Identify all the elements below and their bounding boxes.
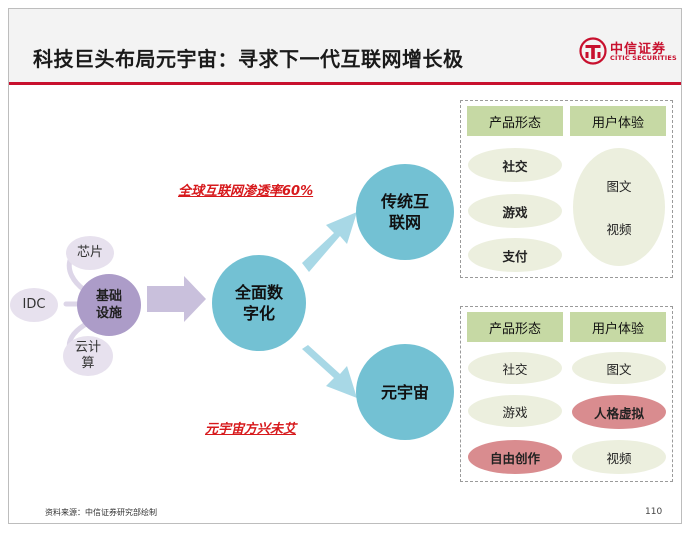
internet-product-header: 产品形态 bbox=[467, 106, 563, 136]
internet-product-item: 支付 bbox=[468, 238, 562, 272]
metaverse-node: 元宇宙 bbox=[356, 344, 454, 440]
traditional-internet-label-line2: 联网 bbox=[388, 213, 421, 232]
metaverse-ux-item: 视频 bbox=[572, 440, 666, 474]
internet-ux-item: 视频 bbox=[606, 222, 632, 237]
internet-ux-item: 图文 bbox=[606, 179, 632, 194]
citic-logo: 中信证券 CITIC SECURITIES bbox=[579, 35, 677, 71]
traditional-internet-label-line1: 传统互 bbox=[380, 192, 429, 211]
internet-features-panel bbox=[460, 100, 673, 278]
idc-label: IDC bbox=[22, 297, 46, 312]
infrastructure-label-line2: 设施 bbox=[95, 306, 122, 321]
chip-node: 芯片 bbox=[66, 236, 114, 270]
title-bar: 科技巨头布局元宇宙：寻求下一代互联网增长极 中信证券 CITIC SECURIT… bbox=[9, 9, 681, 83]
metaverse-product-item: 游戏 bbox=[468, 395, 562, 427]
internet-caption: 全球互联网渗透率60% bbox=[178, 184, 314, 199]
logo-text-en: CITIC SECURITIES bbox=[610, 54, 677, 62]
metaverse-product-item-highlight: 自由创作 bbox=[468, 440, 562, 474]
logo-text-cn: 中信证券 bbox=[610, 42, 667, 57]
page-title: 科技巨头布局元宇宙：寻求下一代互联网增长极 bbox=[33, 47, 464, 71]
source-note: 资料来源：中信证券研究部绘制 bbox=[45, 508, 157, 517]
metaverse-ux-item-highlight: 人格虚拟 bbox=[572, 395, 666, 429]
citic-logo-icon bbox=[579, 37, 607, 65]
internet-product-item: 游戏 bbox=[468, 194, 562, 228]
page-number: 110 bbox=[645, 507, 663, 517]
metaverse-features-panel bbox=[460, 306, 673, 482]
metaverse-product-item: 社交 bbox=[468, 352, 562, 384]
internet-ux-header: 用户体验 bbox=[570, 106, 666, 136]
infrastructure-label-line1: 基础 bbox=[95, 289, 122, 304]
internet-ux-oval: 图文 视频 bbox=[573, 148, 665, 266]
digitalization-label-line2: 字化 bbox=[242, 304, 275, 323]
chip-label: 芯片 bbox=[76, 245, 103, 260]
metaverse-caption: 元宇宙方兴未艾 bbox=[205, 422, 297, 437]
metaverse-label: 元宇宙 bbox=[380, 382, 429, 402]
digitalization-node: 全面数 字化 bbox=[212, 255, 306, 351]
slide: 科技巨头布局元宇宙：寻求下一代互联网增长极 中信证券 CITIC SECURIT… bbox=[8, 8, 682, 524]
internet-product-item: 社交 bbox=[468, 148, 562, 182]
idc-node: IDC bbox=[10, 288, 58, 322]
digitalization-label-line1: 全面数 bbox=[234, 283, 283, 302]
metaverse-product-header: 产品形态 bbox=[467, 312, 563, 342]
cloud-label-line2: 算 bbox=[81, 356, 95, 371]
infrastructure-node: 基础 设施 bbox=[77, 274, 141, 336]
metaverse-ux-item: 图文 bbox=[572, 352, 666, 384]
traditional-internet-node: 传统互 联网 bbox=[356, 164, 454, 260]
title-rule bbox=[9, 82, 681, 85]
metaverse-ux-header: 用户体验 bbox=[570, 312, 666, 342]
cloud-label-line1: 云计 bbox=[74, 340, 101, 355]
cloud-computing-node: 云计 算 bbox=[63, 336, 113, 376]
